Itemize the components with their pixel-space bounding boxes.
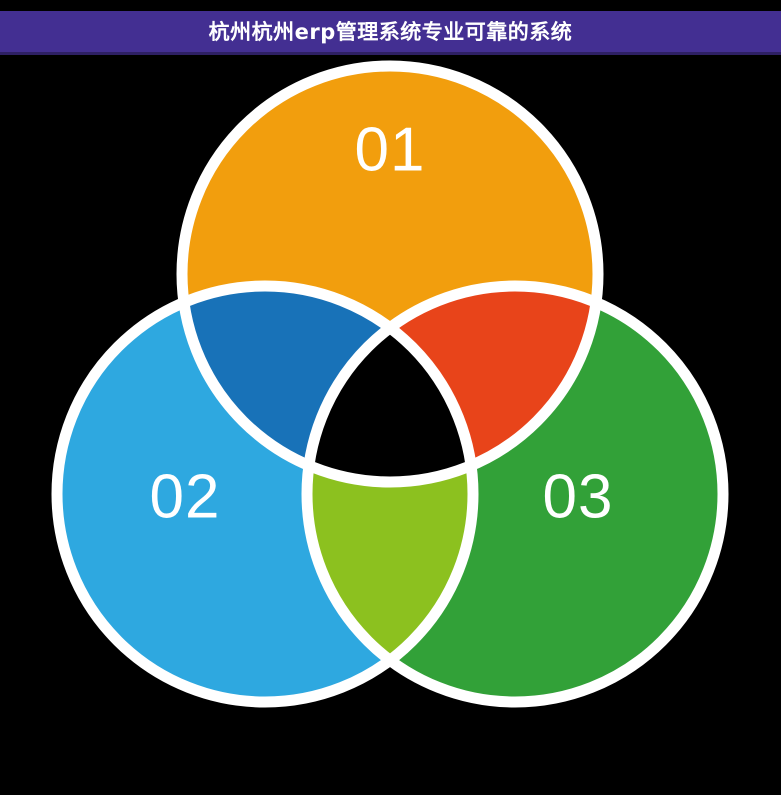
page-title: 杭州杭州erp管理系统专业可靠的系统: [208, 20, 573, 44]
venn-diagram: 01 02 03: [0, 54, 781, 795]
venn-label-03: 03: [543, 462, 614, 531]
venn-outline-03: [301, 280, 729, 708]
venn-outline-01: [176, 60, 604, 488]
venn-outlines-group: [51, 60, 729, 708]
header-underline: [0, 52, 781, 55]
header-band: 杭州杭州erp管理系统专业可靠的系统: [0, 11, 781, 54]
venn-label-01: 01: [355, 115, 426, 184]
venn-label-02: 02: [150, 462, 221, 531]
venn-outline-02: [51, 280, 479, 708]
venn-svg: 01 02 03: [51, 60, 729, 708]
